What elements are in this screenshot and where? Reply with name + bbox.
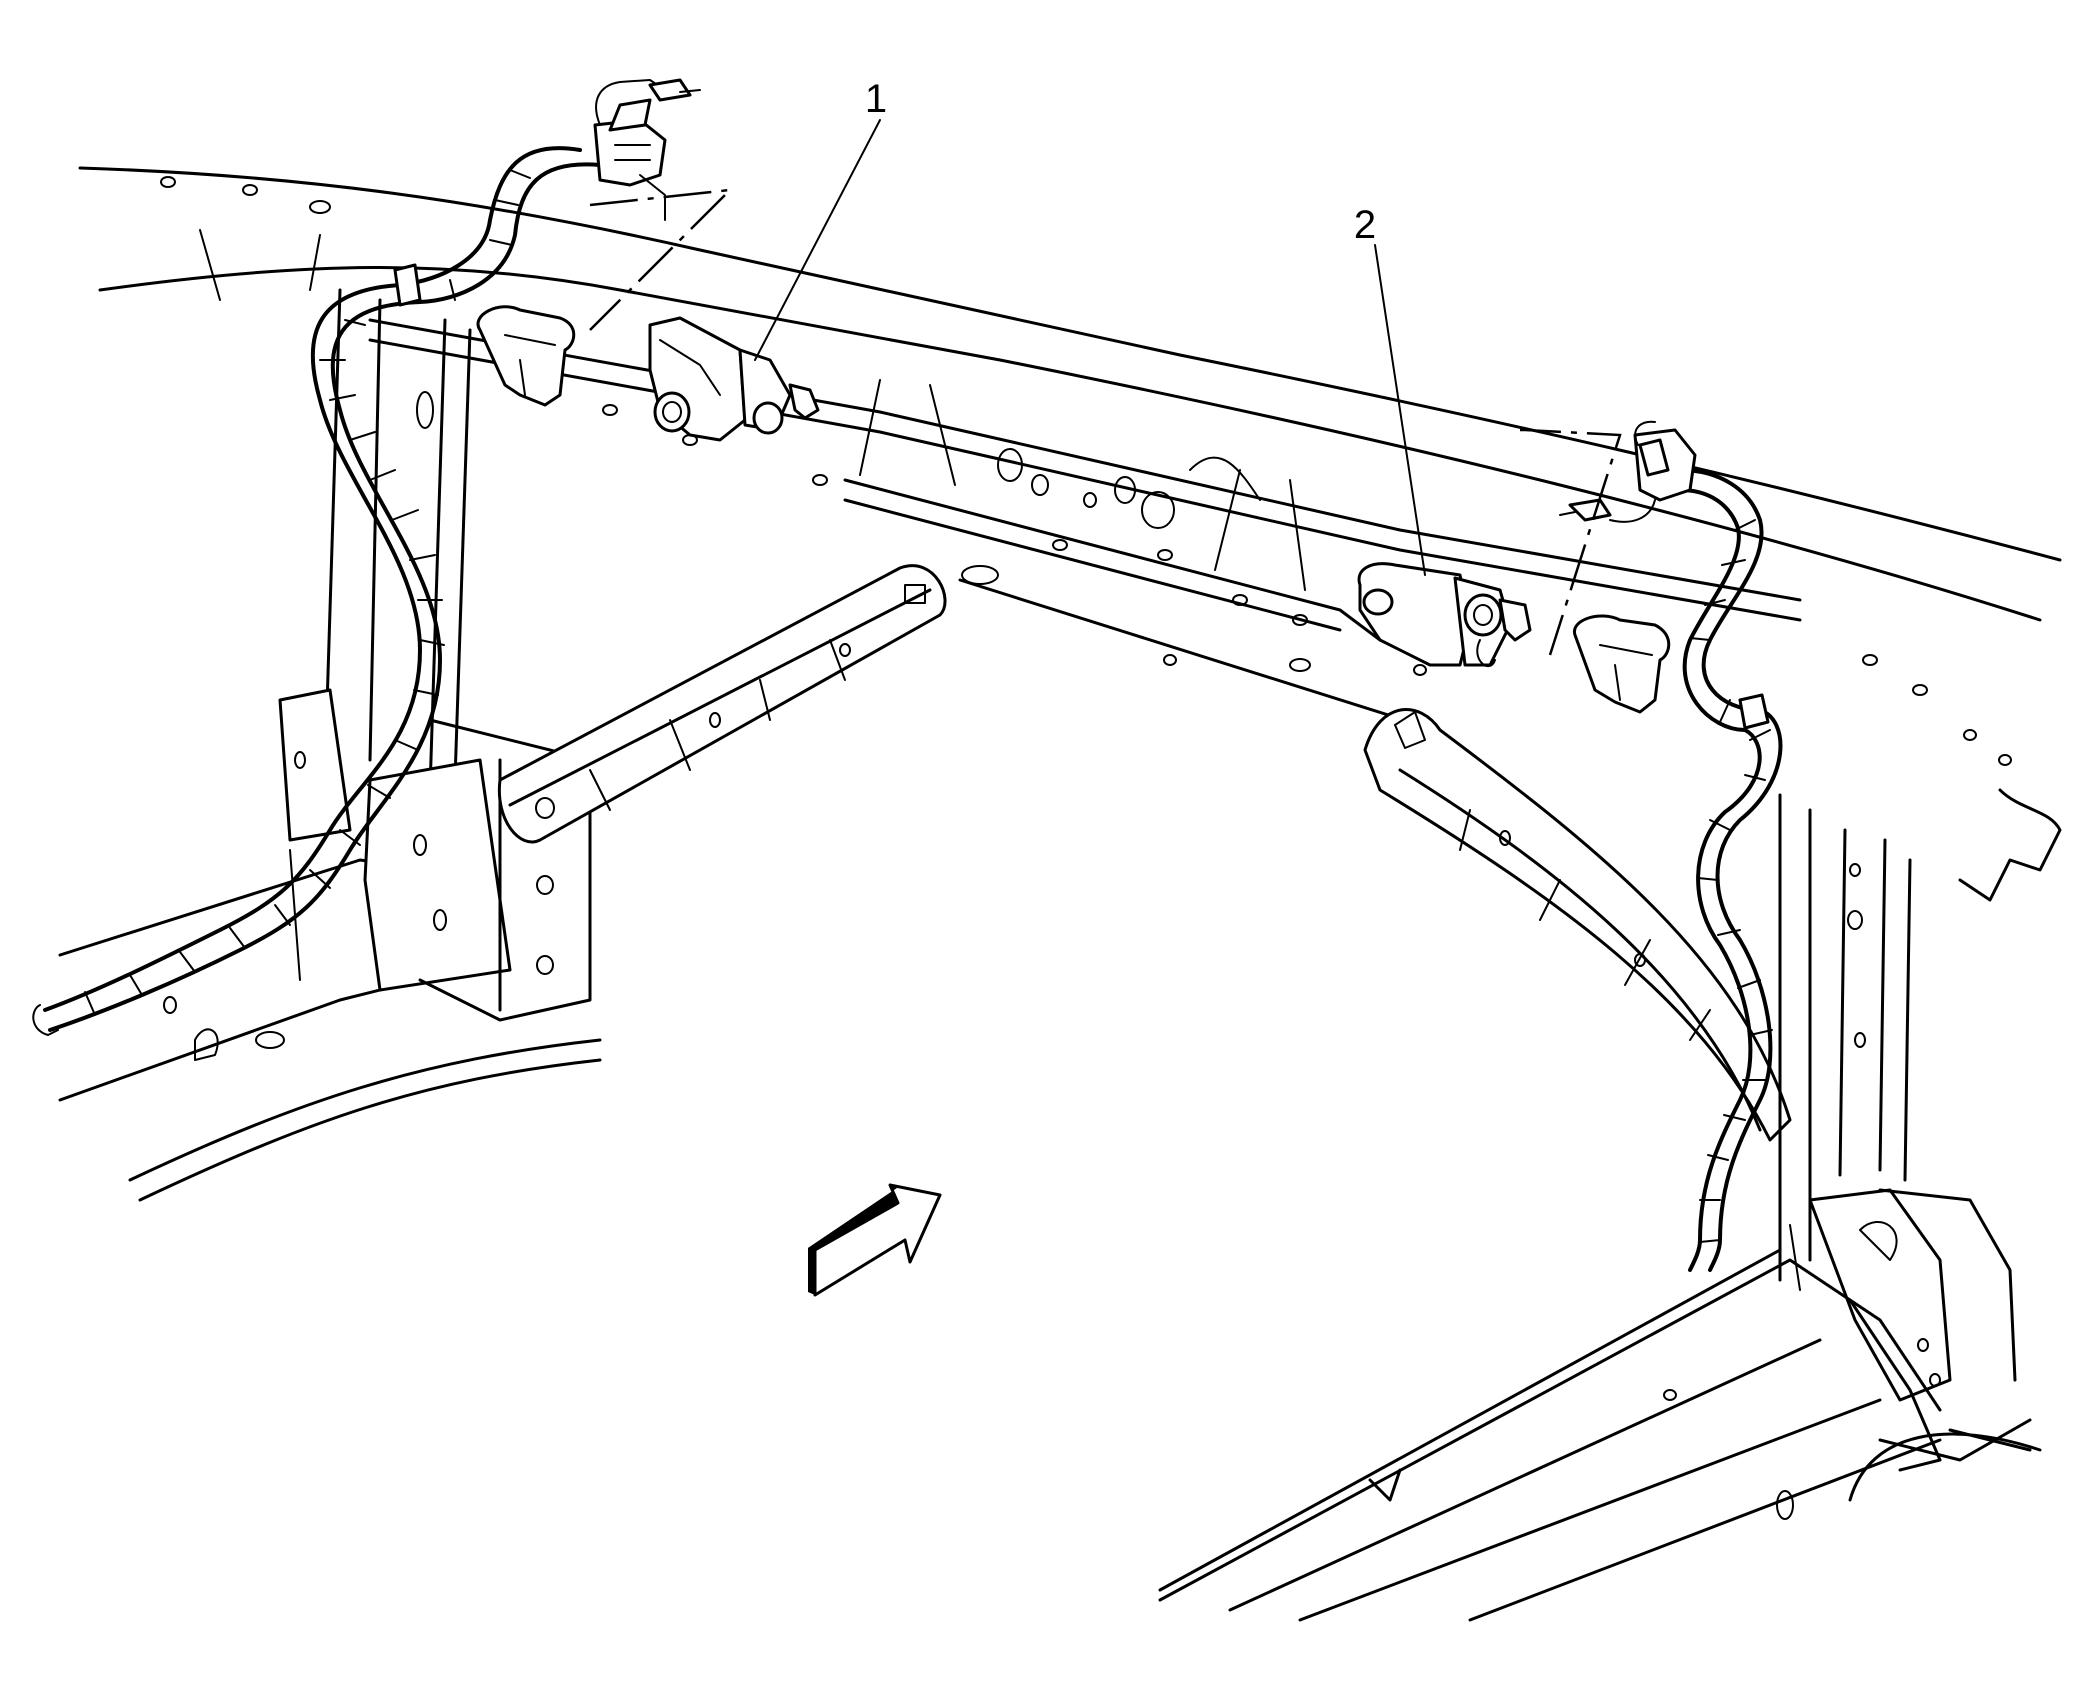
- forward-direction-arrow-icon: [808, 1183, 942, 1297]
- right-diagonal-brace: [1363, 708, 1792, 1142]
- right-wiring-harness: [1559, 420, 1783, 1272]
- callout-2-label: 2: [1354, 203, 1376, 247]
- left-wiring-harness: [32, 78, 701, 1036]
- callout-2-leader: [1374, 244, 1426, 576]
- callout-1-label: 1: [865, 77, 887, 121]
- right-frame-rail: [1158, 793, 2042, 1622]
- left-harness-bracket: [476, 305, 576, 407]
- right-harness-bracket: [1573, 614, 1671, 714]
- callout-1-leader: [754, 119, 881, 361]
- left-connector-dashed-leader: [589, 188, 734, 331]
- impact-sensor-left: [648, 316, 820, 442]
- left-diagonal-brace: [497, 564, 947, 844]
- right-connector-dashed-leader: [1520, 428, 1622, 656]
- impact-sensor-right: [1357, 562, 1532, 668]
- front-cross-member: [78, 166, 2062, 902]
